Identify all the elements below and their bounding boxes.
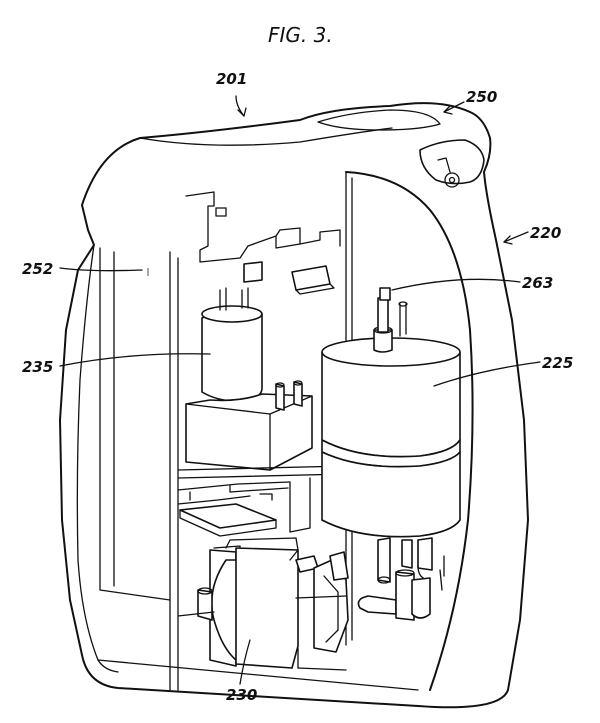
pipes-right [357,537,445,621]
component-225 [321,287,461,538]
component-235 [201,287,263,402]
callout-225: 225 [542,354,573,372]
leader-lines [59,95,541,685]
callout-201: 201 [216,70,247,88]
interior-walls [99,191,341,691]
callout-263: 263 [522,274,553,292]
block-under-235 [185,380,313,471]
callout-230: 230 [226,686,257,704]
component-230 [177,537,349,671]
callout-252: 252 [22,260,53,278]
callout-labels: 201 250 220 252 263 235 225 230 [22,70,573,704]
callout-250: 250 [466,88,497,106]
figure-title: FIG. 3. [268,23,333,47]
callout-235: 235 [22,358,53,376]
callout-220: 220 [530,224,561,242]
shelves [177,465,347,537]
